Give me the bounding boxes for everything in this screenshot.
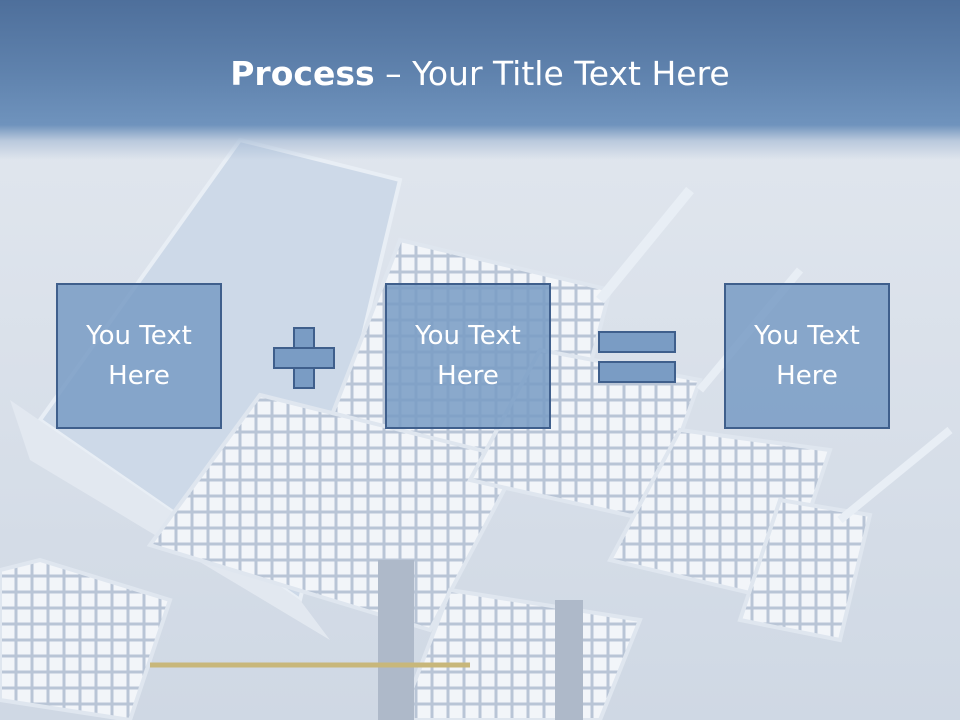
process-box-1-text: You Text Here [86, 321, 192, 391]
process-box-2[interactable]: You Text Here [385, 283, 551, 429]
title-bar [0, 0, 960, 160]
process-box-2-text: You Text Here [415, 321, 521, 391]
title-rest-text: – Your Title Text Here [374, 54, 730, 93]
slide-title[interactable]: Process – Your Title Text Here [0, 54, 960, 93]
equals-icon [598, 331, 676, 383]
process-box-3[interactable]: You Text Here [724, 283, 890, 429]
title-bold-text: Process [230, 54, 375, 93]
process-box-1[interactable]: You Text Here [56, 283, 222, 429]
plus-icon [273, 327, 335, 389]
process-box-3-text: You Text Here [754, 321, 860, 391]
